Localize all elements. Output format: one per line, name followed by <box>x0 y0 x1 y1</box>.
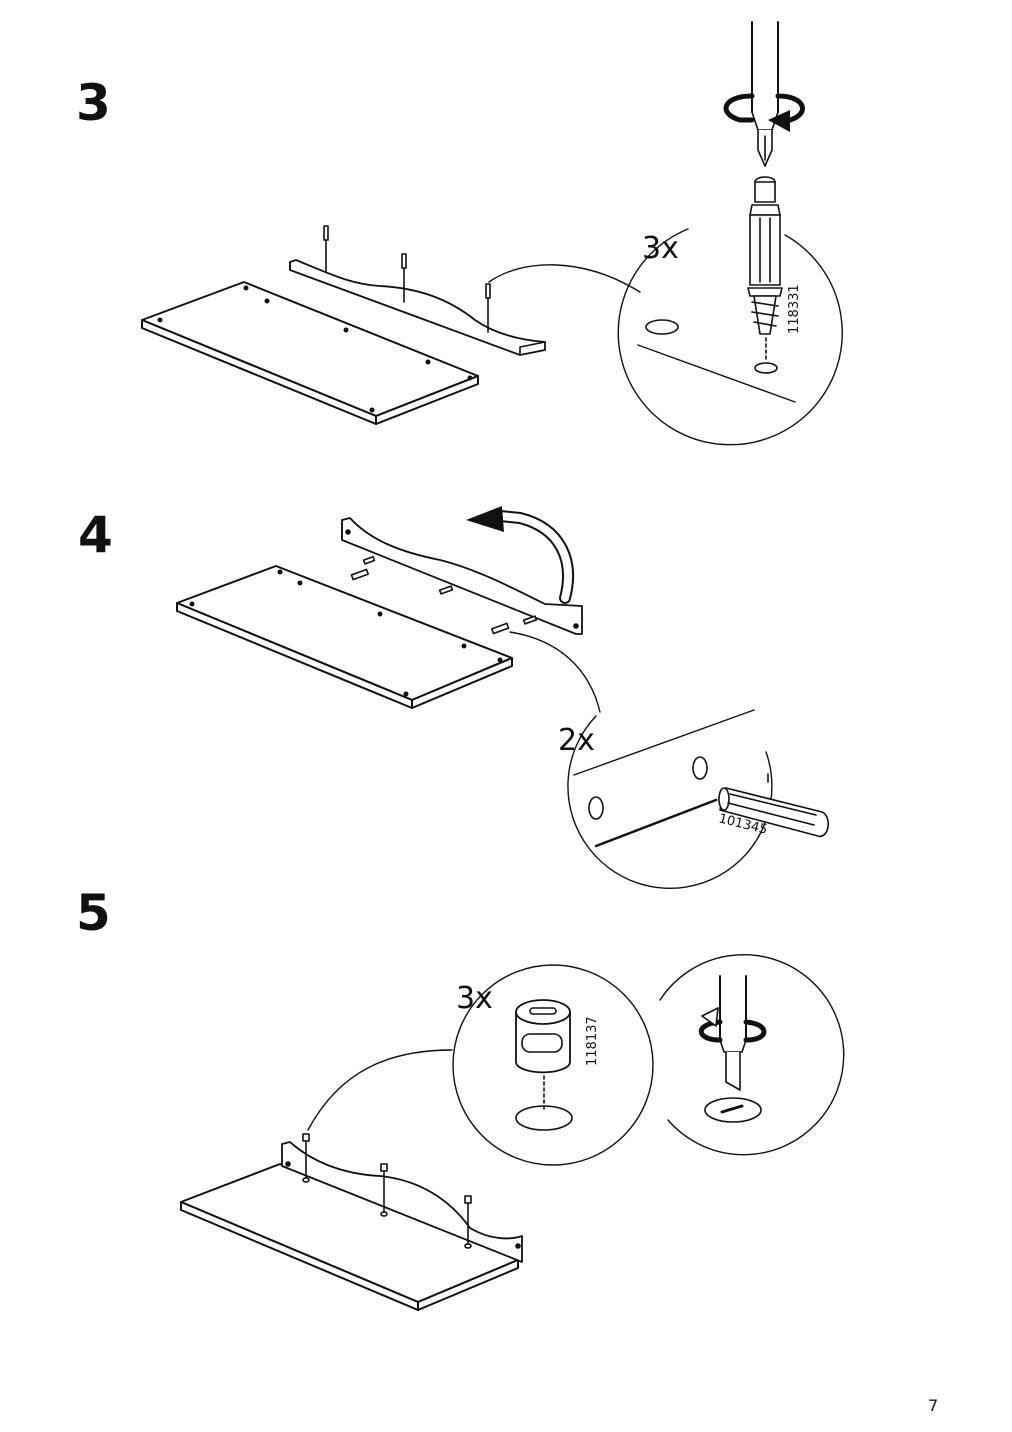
step-5-illustration: 3x 118137 <box>180 953 845 1311</box>
cam-lock-icon <box>515 999 571 1074</box>
step-4-quantity: 2x <box>558 723 595 758</box>
step-5-part-number: 118137 <box>585 1016 600 1066</box>
base-panel <box>141 281 479 425</box>
page-number: 7 <box>928 1396 939 1415</box>
screwdriver-icon <box>719 975 747 1091</box>
flip-arrow-icon <box>466 506 574 604</box>
wooden-dowel-icon <box>350 555 538 635</box>
detail-callout <box>617 228 843 446</box>
wave-rail <box>341 517 583 635</box>
wave-rail <box>281 1141 523 1263</box>
wooden-dowel-icon <box>718 787 830 838</box>
step-5-quantity: 3x <box>456 981 493 1016</box>
wave-rail <box>289 259 546 356</box>
step-3-part-number: 118331 <box>787 284 802 334</box>
detail-callout <box>659 953 845 1156</box>
cam-lock-icon <box>302 1133 472 1249</box>
screwdriver-icon <box>751 21 779 167</box>
base-panel <box>176 565 513 709</box>
step-3-quantity: 3x <box>642 231 679 266</box>
connector-bolt-icon <box>747 176 783 335</box>
step-5-number: 5 <box>76 884 111 942</box>
connector-bolt-icon <box>323 225 491 333</box>
step-4-number: 4 <box>78 506 113 564</box>
rotate-arrow-icon <box>723 93 805 132</box>
rotate-arrow-icon <box>698 1007 767 1043</box>
step-4-illustration: 2x 101345 <box>176 506 830 889</box>
step-3-number: 3 <box>76 74 111 132</box>
detail-callout <box>452 964 654 1166</box>
step-3-illustration: 3x 118331 <box>141 21 843 446</box>
